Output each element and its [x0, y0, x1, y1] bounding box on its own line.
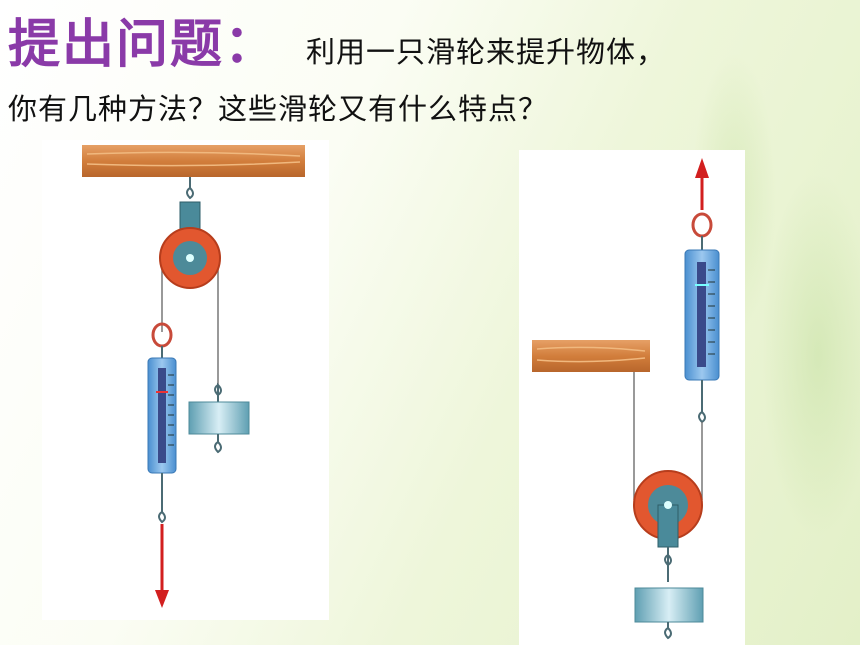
slide-subtitle: 利用一只滑轮来提升物体，	[306, 35, 667, 69]
title-line-2: 你有几种方法？这些滑轮又有什么特点？	[8, 92, 549, 126]
fixed-pulley	[159, 227, 221, 289]
ceiling-hook-icon	[186, 177, 194, 200]
movable-pulley-figure	[519, 150, 745, 645]
weight-hook-icon	[214, 382, 222, 402]
weight-block	[188, 401, 250, 435]
weight-block	[634, 587, 704, 623]
wood-beam	[82, 145, 305, 177]
pulley-hook-icon	[664, 547, 672, 582]
movable-pulley	[633, 470, 703, 548]
down-arrow-icon	[155, 590, 169, 608]
slide-heading: 提出问题：	[8, 14, 279, 75]
fixed-pulley-figure	[42, 140, 329, 620]
spring-scale	[147, 357, 177, 474]
title-line-1: 提出问题： 利用一只滑轮来提升物体，	[8, 2, 667, 75]
ring-icon	[691, 212, 713, 238]
up-arrow-icon	[695, 158, 709, 178]
fixed-pulley-svg	[82, 145, 305, 608]
wood-beam	[532, 340, 650, 372]
movable-pulley-svg	[532, 158, 720, 640]
spring-scale	[684, 249, 720, 381]
